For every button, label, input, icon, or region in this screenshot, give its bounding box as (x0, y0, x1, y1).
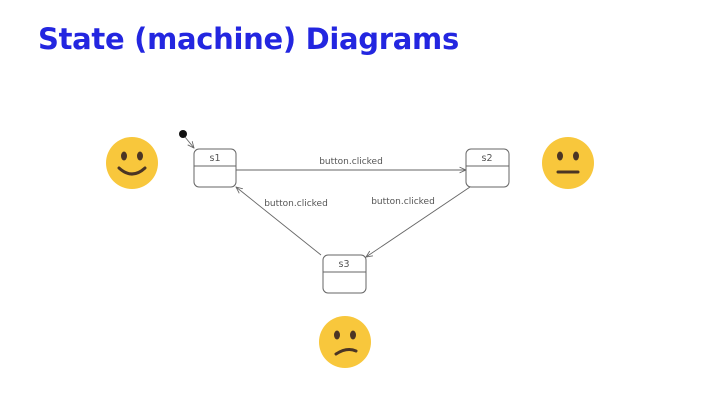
transition-s2-to-s3-arrow (366, 186, 471, 257)
transition-s3-to-s1-arrow (236, 187, 322, 256)
state-s3: s3 (322, 254, 367, 294)
state-s2: s2 (465, 148, 510, 188)
state-s1: s1 (193, 148, 237, 188)
initial-state-dot (179, 130, 187, 138)
state-s3-label: s3 (339, 259, 350, 270)
confused-face-icon (319, 316, 371, 368)
slide-title: State (machine) Diagrams (38, 22, 459, 56)
transition-s3-to-s1-label: button.clicked (264, 199, 328, 209)
transition-s1-to-s2-label: button.clicked (319, 157, 383, 167)
neutral-face-icon (542, 137, 594, 189)
smiling-face-icon (106, 137, 158, 189)
transition-s2-to-s3-label: button.clicked (371, 197, 435, 207)
state-s1-label: s1 (210, 153, 221, 164)
state-s2-label: s2 (482, 153, 493, 164)
initial-transition-arrow (184, 136, 194, 148)
